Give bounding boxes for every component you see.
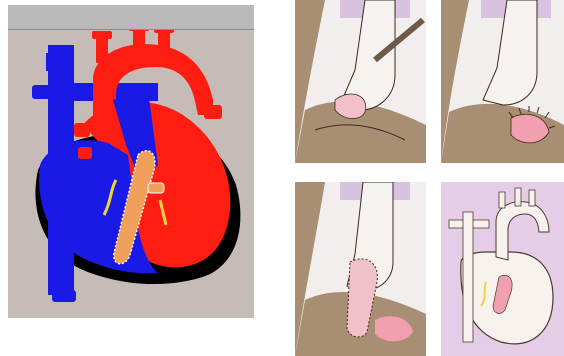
branch-c [529, 190, 535, 206]
ivc-cap [52, 290, 76, 302]
heart-diagram-svg [8, 5, 254, 318]
coronary-cap [148, 183, 164, 193]
pulm-vein-1 [74, 123, 90, 137]
svc-cap [46, 53, 56, 71]
branch-1-cap [92, 31, 112, 39]
pink-patch [335, 94, 366, 119]
surgical-step-2-svg [441, 0, 564, 163]
surgical-step-1-svg [295, 0, 426, 163]
pulm-vein-2 [78, 147, 92, 159]
surgical-step-2-panel [441, 0, 564, 163]
overview-panel [441, 182, 564, 356]
overview-svg [441, 182, 564, 356]
main-heart-panel [8, 5, 254, 318]
pa-left-cap [32, 85, 50, 99]
svc-overview [463, 212, 473, 342]
branch-a [499, 192, 505, 208]
descending-aorta-cap [204, 105, 222, 119]
surgical-step-3-svg [295, 182, 426, 356]
surgical-step-3-panel [295, 182, 426, 356]
surgical-step-1-panel [295, 0, 426, 163]
header-bar [8, 5, 254, 30]
vena-cava [48, 45, 74, 295]
branch-1 [96, 35, 108, 63]
branch-b [515, 188, 521, 206]
